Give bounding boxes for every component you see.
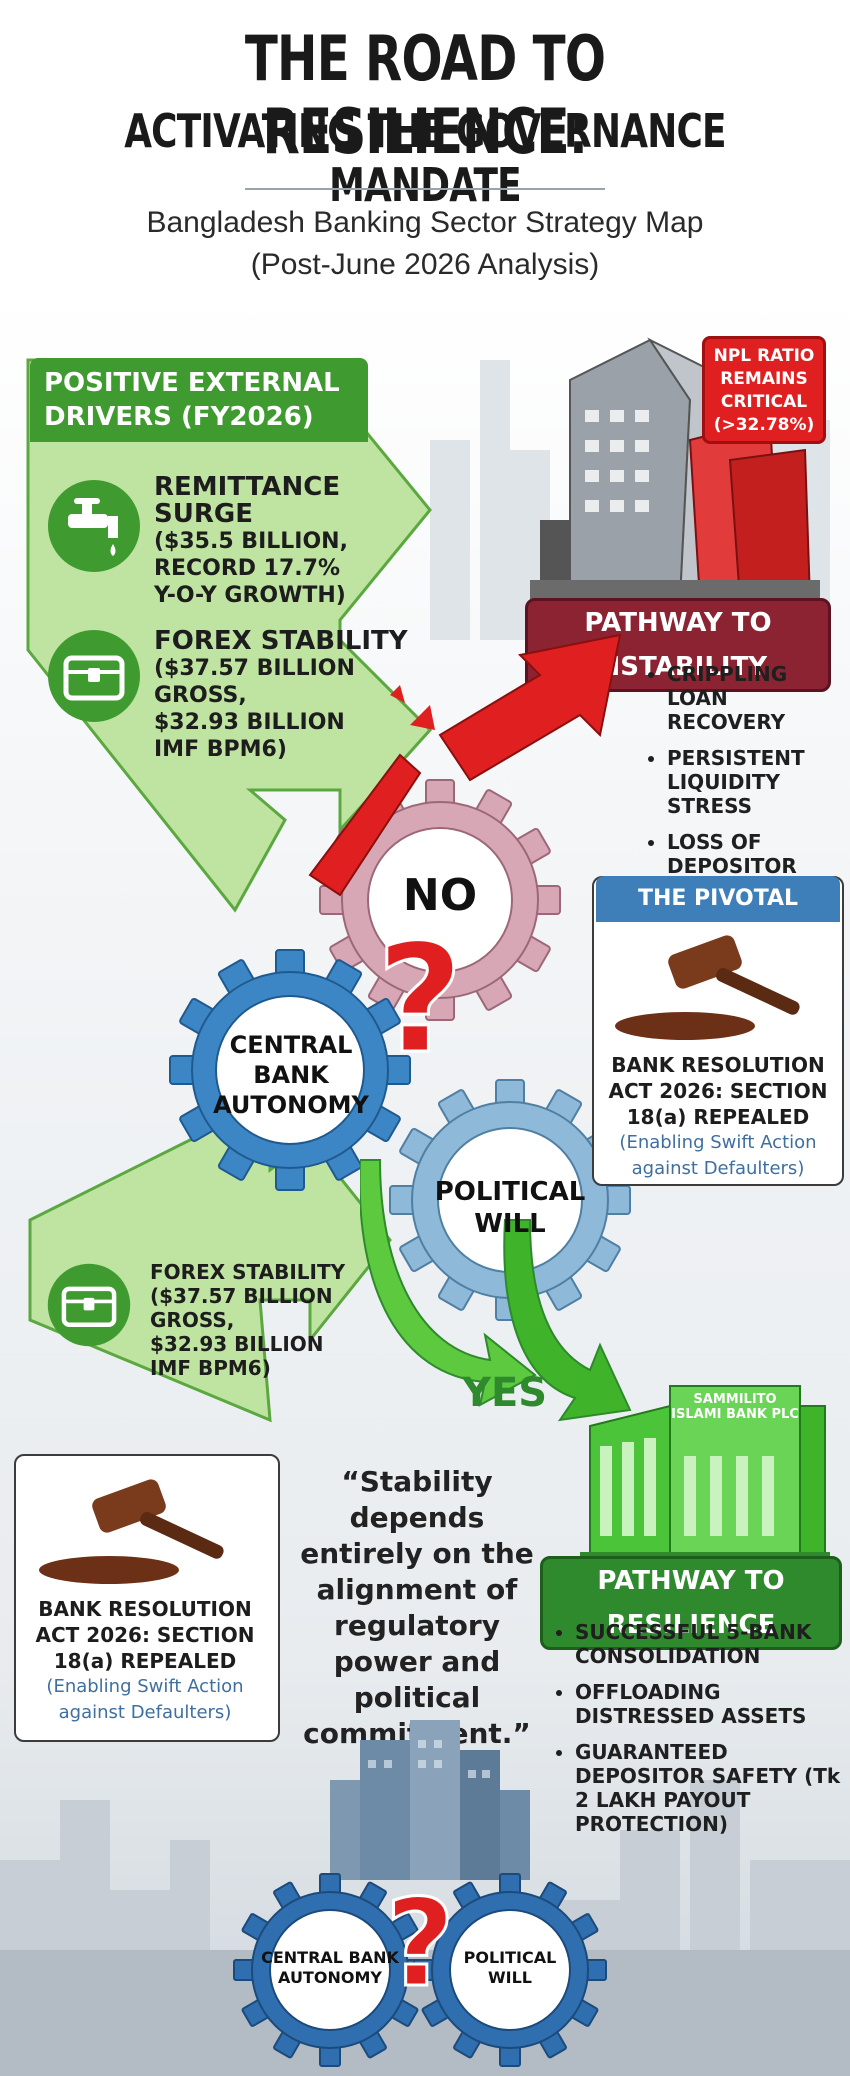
forex-block: FOREX STABILITY ($37.57 BILLION GROSS, $… <box>154 628 424 763</box>
gavel-icon <box>39 1479 224 1584</box>
resilience-bullets: SUCCESSFUL 5-BANK CONSOLIDATION OFFLOADI… <box>553 1620 850 1848</box>
npl-line3: CRITICAL <box>720 392 808 412</box>
npl-line2: REMAINS <box>720 369 808 389</box>
gear-political-line1: POLITICAL <box>434 1177 586 1207</box>
bank-sign-line2: ISLAMI BANK PLC <box>671 1407 799 1422</box>
bottom-gears <box>233 1873 607 2067</box>
lower-act-line1: BANK RESOLUTION <box>38 1597 252 1621</box>
bottom-political-will-label: POLITICAL WILL <box>450 1948 570 1988</box>
broken-red-arrow <box>308 633 622 897</box>
gear-central-bank-label: CENTRAL BANK AUTONOMY <box>196 1030 386 1120</box>
lower-act-line3: 18(a) REPEALED <box>53 1649 237 1673</box>
quote-line2: entirely on the <box>300 1537 534 1570</box>
pivotal-note2: against Defaulters) <box>631 1158 805 1179</box>
lower-act-note1: (Enabling Swift Action <box>46 1676 244 1697</box>
bottom-city-illustration <box>330 1720 530 1880</box>
title-divider <box>245 188 605 190</box>
gear-central-line2: AUTONOMY <box>213 1091 369 1119</box>
drivers-title-line2: DRIVERS (FY2026) <box>44 402 314 432</box>
main-title-line1: THE ROAD TO RESILIENCE: <box>244 22 606 168</box>
remittance-block: REMITTANCE SURGE ($35.5 BILLION, RECORD … <box>154 474 394 609</box>
quote-line4: regulatory <box>334 1609 500 1642</box>
pathway-to-resilience-badge: PATHWAY TO RESILIENCE <box>540 1556 842 1650</box>
bottom-question-mark-icon: ? <box>384 1875 457 2014</box>
quote: “Stability depends entirely on the align… <box>292 1464 542 1752</box>
gears-cluster <box>169 779 631 1321</box>
forex-line3: IMF BPM6) <box>154 737 287 762</box>
pivotal-line2: ACT 2026: SECTION <box>608 1079 828 1103</box>
pivotal-note1: (Enabling Swift Action <box>619 1132 817 1153</box>
gear-political-line2: WILL <box>474 1209 546 1239</box>
gear-central-line1: CENTRAL BANK <box>229 1031 353 1089</box>
subtitle-line2: (Post-June 2026 Analysis) <box>250 248 600 281</box>
remittance-line1: ($35.5 BILLION, <box>154 529 348 554</box>
drivers-title-line1: POSITIVE EXTERNAL <box>44 368 340 398</box>
forex-line1: ($37.57 BILLION GROSS, <box>154 656 355 708</box>
quote-line3: alignment of <box>316 1573 518 1606</box>
resilience-bullet: SUCCESSFUL 5-BANK CONSOLIDATION <box>575 1620 850 1668</box>
npl-ratio-badge: NPL RATIO REMAINS CRITICAL (>32.78%) <box>702 336 826 444</box>
bank-sign-line1: SAMMILITO <box>693 1392 777 1407</box>
npl-line1: NPL RATIO <box>713 346 815 366</box>
bottom-central-bank-label: CENTRAL BANK AUTONOMY <box>260 1948 400 1988</box>
quote-line1: “Stability depends <box>341 1465 493 1534</box>
gear-no-label: NO <box>402 870 478 921</box>
gavel-icon <box>615 935 800 1040</box>
instability-bullet: CRIPPLING LOAN RECOVERY <box>667 662 850 734</box>
lower-act-note2: against Defaulters) <box>58 1702 232 1723</box>
lower-forex-block: FOREX STABILITY ($37.57 BILLION GROSS, $… <box>150 1260 400 1380</box>
green-yes-arrows <box>360 1159 632 1422</box>
subtitle-line1: Bangladesh Banking Sector Strategy Map <box>146 206 704 239</box>
bottom-central-line2: AUTONOMY <box>278 1968 382 1987</box>
treasure-chest-icon <box>46 1262 132 1348</box>
treasure-chest-icon <box>46 628 142 724</box>
quote-line5: power and political <box>333 1645 501 1714</box>
resilience-bullet: OFFLOADING DISTRESSED ASSETS <box>575 1680 850 1728</box>
bank-sign: SAMMILITO ISLAMI BANK PLC <box>670 1392 800 1422</box>
lower-forex-head: FOREX STABILITY <box>150 1260 346 1284</box>
question-mark-icon: ? <box>375 913 465 1087</box>
forex-line2: $32.93 BILLION <box>154 710 345 735</box>
remittance-head: REMITTANCE SURGE <box>154 472 341 529</box>
bottom-political-line1: POLITICAL <box>463 1948 557 1967</box>
gear-political-will-label: POLITICAL WILL <box>430 1176 590 1240</box>
resilience-bullet: GUARANTEED DEPOSITOR SAFETY (Tk 2 LAKH P… <box>575 1740 850 1836</box>
pivotal-line3: 18(a) REPEALED <box>626 1105 810 1129</box>
remittance-line3: Y-O-Y GROWTH) <box>154 583 346 608</box>
remittance-line2: RECORD 17.7% <box>154 556 341 581</box>
main-title-line2: ACTIVATING THE GOVERNANCE MANDATE <box>124 104 726 212</box>
drivers-title: POSITIVE EXTERNAL DRIVERS (FY2026) <box>30 358 368 442</box>
yes-label: YES <box>462 1370 548 1416</box>
forex-head: FOREX STABILITY <box>154 626 408 656</box>
bottom-central-line1: CENTRAL BANK <box>261 1948 399 1967</box>
bottom-political-line2: WILL <box>488 1968 532 1987</box>
pivotal-decision-text: BANK RESOLUTION ACT 2026: SECTION 18(a) … <box>596 1052 840 1182</box>
faucet-icon <box>46 478 142 574</box>
lower-forex-line3: IMF BPM6) <box>150 1356 271 1380</box>
npl-line4: (>32.78%) <box>713 415 815 435</box>
lower-forex-line1: ($37.57 BILLION GROSS, <box>150 1284 333 1332</box>
pivotal-decision-header: THE PIVOTAL DECISION <box>596 876 840 957</box>
instability-bullet: PERSISTENT LIQUIDITY STRESS <box>667 746 850 818</box>
lower-act-line2: ACT 2026: SECTION <box>35 1623 255 1647</box>
pivotal-line1: BANK RESOLUTION <box>611 1053 825 1077</box>
lower-forex-line2: $32.93 BILLION <box>150 1332 324 1356</box>
lower-act-text: BANK RESOLUTION ACT 2026: SECTION 18(a) … <box>14 1596 276 1726</box>
